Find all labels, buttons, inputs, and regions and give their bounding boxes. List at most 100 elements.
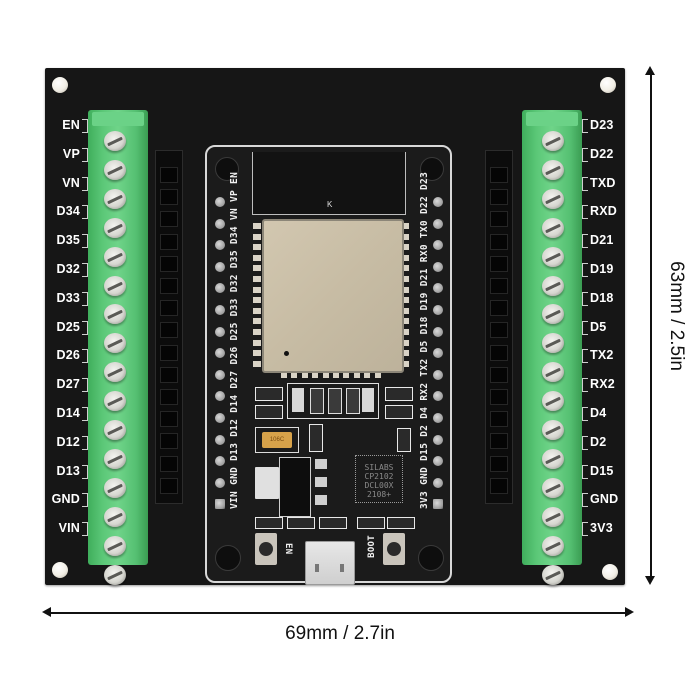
en-button[interactable] (255, 533, 277, 565)
terminal-screw[interactable] (542, 217, 564, 238)
terminal-screw[interactable] (542, 477, 564, 498)
header-socket (160, 300, 178, 317)
header-socket (160, 167, 178, 183)
pin-tick (582, 435, 588, 450)
chip-marking: SILABS CP2102 DCL00X 2108+ (356, 463, 402, 499)
terminal-screw[interactable] (104, 420, 126, 440)
header-pin (215, 283, 225, 294)
module-pad (401, 265, 409, 272)
terminal-block-top-ridge (92, 112, 144, 126)
micro-usb-port[interactable] (305, 541, 355, 585)
terminal-screw[interactable] (104, 362, 126, 383)
header-pin (433, 197, 443, 207)
header-socket (160, 278, 178, 294)
module-pad (401, 297, 409, 304)
left-pin-label: VIN (58, 521, 80, 536)
header-socket (490, 411, 508, 428)
module-pad (374, 370, 381, 378)
header-socket (160, 255, 178, 272)
terminal-screw[interactable] (104, 564, 126, 585)
header-pin (433, 326, 443, 337)
module-pad (401, 276, 409, 282)
header-socket (490, 189, 508, 206)
module-pad (281, 370, 287, 378)
terminal-screw[interactable] (542, 333, 564, 354)
mounting-hole-bottom-right (602, 564, 618, 580)
module-pad (253, 265, 261, 272)
right-pin-label: GND (590, 492, 619, 507)
terminal-screw[interactable] (104, 535, 126, 556)
width-dimension-label: 69mm / 2.7in (285, 623, 395, 644)
terminal-screw[interactable] (104, 391, 126, 412)
terminal-screw[interactable] (542, 188, 564, 209)
regulator-pad (315, 477, 327, 487)
terminal-screw[interactable] (104, 333, 126, 354)
header-pin (433, 456, 443, 467)
pin-tick (82, 464, 88, 479)
terminal-screw[interactable] (542, 535, 564, 556)
terminal-screw[interactable] (542, 159, 564, 180)
terminal-screw[interactable] (542, 275, 564, 296)
terminal-screw[interactable] (104, 275, 126, 296)
terminal-screw[interactable] (542, 564, 564, 585)
terminal-screw[interactable] (542, 304, 564, 325)
terminal-screw[interactable] (104, 217, 126, 238)
terminal-screw[interactable] (104, 159, 126, 180)
smd-resistor (255, 387, 283, 401)
terminal-screw[interactable] (104, 304, 126, 325)
mounting-hole-top-right (600, 77, 616, 93)
header-pin (433, 499, 443, 510)
pin-tick (582, 291, 588, 306)
terminal-screw[interactable] (542, 362, 564, 383)
left-pin-label: EN (62, 118, 80, 132)
esp32-devkit-board: K VIN GND D13 D12 D14 D27 D26 D25 D33 D3… (205, 145, 452, 585)
header-pin (215, 369, 225, 380)
header-pin (215, 391, 225, 402)
left-pin-label: VN (62, 175, 80, 190)
devboard-hole (215, 157, 239, 181)
header-pin (433, 477, 443, 488)
right-pin-label: D19 (590, 262, 614, 276)
arrow-right-icon (625, 607, 634, 617)
terminal-screw[interactable] (104, 506, 126, 527)
button-cap (387, 542, 401, 556)
header-socket (490, 278, 508, 294)
module-pad (401, 318, 409, 325)
smd-resistor (346, 388, 360, 414)
button-cap (259, 542, 273, 556)
header-pin (433, 261, 443, 272)
boot-button[interactable] (383, 533, 405, 565)
header-pin (215, 240, 225, 251)
pin-tick (82, 176, 88, 191)
pin1-dot (284, 351, 289, 356)
terminal-screw[interactable] (104, 477, 126, 498)
terminal-screw[interactable] (104, 188, 126, 209)
module-pad (401, 286, 409, 293)
module-pad (253, 276, 261, 282)
header-pin (433, 391, 443, 402)
left-pin-label: D34 (56, 204, 80, 219)
terminal-screw[interactable] (542, 246, 564, 267)
terminal-screw[interactable] (104, 131, 126, 151)
left-pin-label: D32 (56, 262, 80, 276)
smd-resistor (385, 387, 413, 401)
header-pin (433, 413, 443, 423)
tantalum-capacitor: 106C (262, 432, 292, 448)
header-pin (215, 477, 225, 488)
terminal-screw[interactable] (542, 420, 564, 440)
terminal-screw[interactable] (542, 448, 564, 469)
left-silkscreen: VIN GND D13 D12 D14 D27 D26 D25 D33 D32 … (229, 171, 240, 509)
terminal-screw[interactable] (104, 246, 126, 267)
terminal-screw[interactable] (542, 506, 564, 527)
right-female-header (485, 150, 513, 504)
pin-tick (82, 263, 88, 277)
header-socket (160, 344, 178, 361)
pin-tick (582, 493, 588, 508)
right-pin-label: TXD (590, 175, 616, 190)
terminal-screw[interactable] (542, 131, 564, 151)
terminal-screw[interactable] (542, 391, 564, 412)
header-socket (160, 477, 178, 494)
module-pad (401, 254, 409, 261)
terminal-screw[interactable] (104, 448, 126, 469)
header-pin (433, 348, 443, 359)
